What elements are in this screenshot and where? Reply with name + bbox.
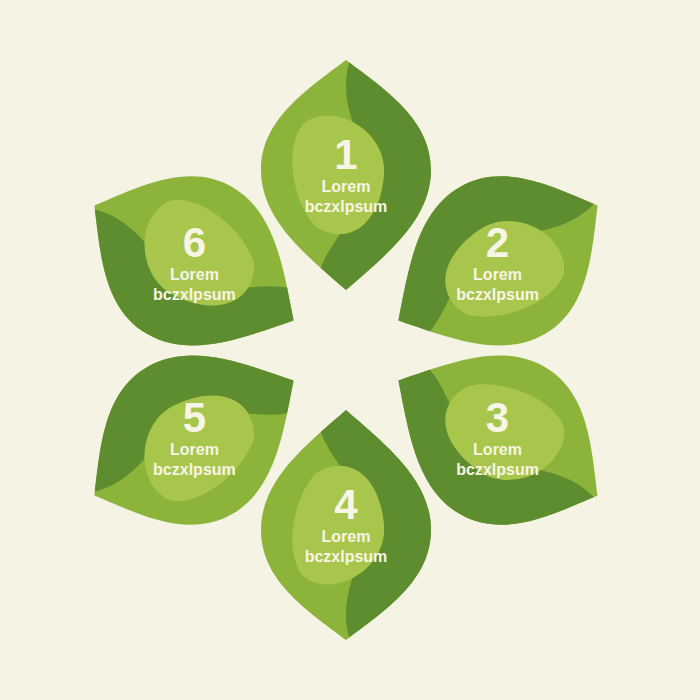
step-text: Lorem bczxlpsum [138,265,250,305]
leaf-shade [17,173,330,445]
leaf-base [52,306,336,568]
step-text: Lorem bczxlpsum [442,440,554,480]
leaf-highlight [124,375,273,514]
leaf-highlight [124,186,273,325]
leaf-label: 2Lorem bczxlpsum [442,221,554,305]
step-number: 3 [442,396,554,440]
leaf-step: 2Lorem bczxlpsum [378,143,618,383]
step-number: 2 [442,221,554,265]
step-text: Lorem bczxlpsum [442,265,554,305]
step-text: Lorem bczxlpsum [290,177,402,217]
leaf-step: 5Lorem bczxlpsum [74,318,314,558]
step-text: Lorem bczxlpsum [138,440,250,480]
leaf-label: 4Lorem bczxlpsum [290,483,402,567]
leaf-label: 3Lorem bczxlpsum [442,396,554,480]
leaf-base [52,131,336,393]
leaf-shade [311,85,624,357]
leaf-base [355,131,639,393]
step-text: Lorem bczxlpsum [290,527,402,567]
step-number: 4 [290,483,402,527]
leaf-label: 6Lorem bczxlpsum [138,221,250,305]
step-number: 1 [290,133,402,177]
leaf-highlight [427,200,576,339]
step-number: 5 [138,396,250,440]
leaf-highlight [427,361,576,500]
leaf-label: 1Lorem bczxlpsum [290,133,402,217]
step-number: 6 [138,221,250,265]
leaf-step: 6Lorem bczxlpsum [74,143,314,383]
leaf-label: 5Lorem bczxlpsum [138,396,250,480]
